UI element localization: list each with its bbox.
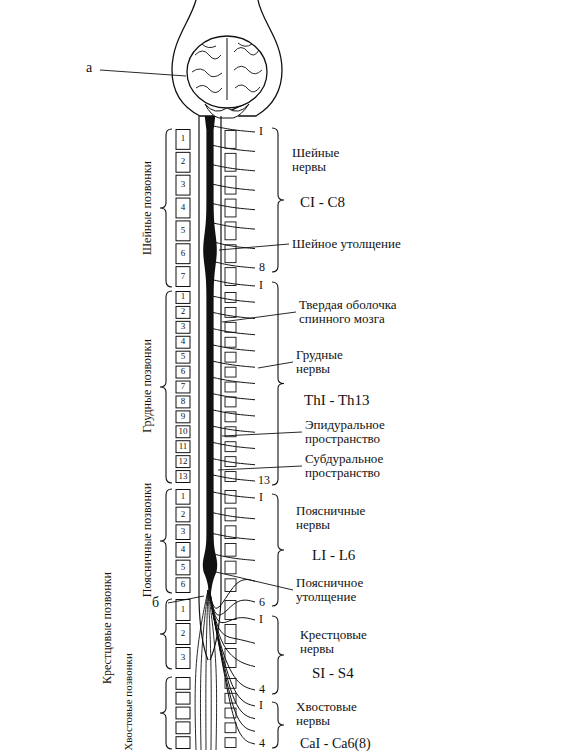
segment-number: 4: [259, 683, 265, 696]
nerve-group-label: Шейные нервы: [292, 146, 362, 175]
head-outline: [172, 0, 282, 116]
nerve-group-label: Грудные нервы: [296, 348, 366, 377]
brain: [187, 36, 267, 118]
vertebra-number: 1: [181, 605, 186, 615]
structure-label: Шейное утолщение: [292, 237, 402, 251]
nerve-group-label: Поясничные нервы: [296, 504, 386, 533]
vertebra-number: 6: [181, 367, 186, 377]
vertebra-number: 2: [181, 157, 186, 167]
vertebra-number: 5: [181, 226, 186, 236]
segment-formula: CI - C8: [300, 194, 345, 211]
vertebra-number: 4: [181, 203, 186, 213]
segment-formula: ThI - Th13: [304, 392, 370, 409]
vertebra-number: 10: [179, 427, 188, 437]
segment-number: I: [259, 699, 263, 712]
nerve-group-label: Крестцовые нервы: [300, 628, 390, 657]
vertebra-number: 3: [181, 527, 186, 537]
segment-number: I: [259, 125, 263, 138]
vertebra-number: 7: [181, 272, 186, 282]
region-label: Шейные позвонки: [141, 161, 154, 255]
structure-label: Субдуральное пространство: [305, 452, 425, 481]
vertebra-brackets: [160, 129, 172, 749]
region-label: Хвостовые позвонки: [122, 653, 134, 751]
segment-formula: LI - L6: [312, 547, 355, 564]
vertebra-number: 13: [179, 472, 188, 482]
vertebra-number: 2: [181, 510, 186, 520]
vertebra-number: 2: [181, 629, 186, 639]
structure-label: Эпидуральное пространство: [305, 418, 425, 447]
vertebra-number: 12: [179, 457, 188, 467]
segment-number: 8: [259, 261, 265, 274]
region-label: Грудные позвонки: [141, 339, 154, 433]
vertebra-number: 5: [181, 563, 186, 573]
vertebra-number: 8: [181, 397, 186, 407]
vertebra-number: 3: [181, 653, 186, 663]
segment-number: 4: [259, 737, 265, 750]
cauda-equina: [195, 590, 217, 750]
vertebra-number: 6: [181, 249, 186, 259]
vertebra-number: 6: [181, 580, 186, 590]
vertebra-number: 1: [181, 293, 186, 303]
vertebra-number: 4: [181, 545, 186, 555]
vertebra-number: 11: [179, 442, 188, 452]
structure-label: Поясничное утолщение: [296, 576, 396, 605]
segment-formula: SI - S4: [312, 665, 354, 682]
leader-lines: [100, 70, 302, 603]
segment-number: I: [259, 279, 263, 292]
vertebra-number: 9: [181, 412, 186, 422]
vertebra-number: 3: [181, 180, 186, 190]
segment-number: I: [259, 491, 263, 504]
segment-formula: CaI - Ca6(8): [300, 736, 371, 751]
vertebra-number: 1: [181, 134, 186, 144]
nerve-brackets: [272, 128, 284, 748]
vertebra-number: 5: [181, 352, 186, 362]
callout-letter: а: [86, 60, 92, 75]
vertebra-number: 3: [181, 322, 186, 332]
region-label: Поясничные позвонки: [141, 483, 154, 597]
vertebra-number: 1: [181, 492, 186, 502]
vertebra-number: 4: [181, 337, 186, 347]
vertebra-number: 2: [181, 307, 186, 317]
callout-letter: б: [152, 595, 159, 610]
nerve-group-label: Хвостовые нервы: [296, 700, 386, 729]
region-label: Крестцовые позвонки: [101, 572, 114, 684]
structure-label: Твердая оболочка спинного мозга: [299, 298, 439, 327]
segment-number: I: [259, 613, 263, 626]
segment-number: 6: [259, 596, 265, 609]
segment-number: 13: [258, 474, 270, 487]
vertebra-number: 7: [181, 382, 186, 392]
spinal-cord: [203, 116, 217, 600]
dura-mater: [199, 116, 221, 660]
